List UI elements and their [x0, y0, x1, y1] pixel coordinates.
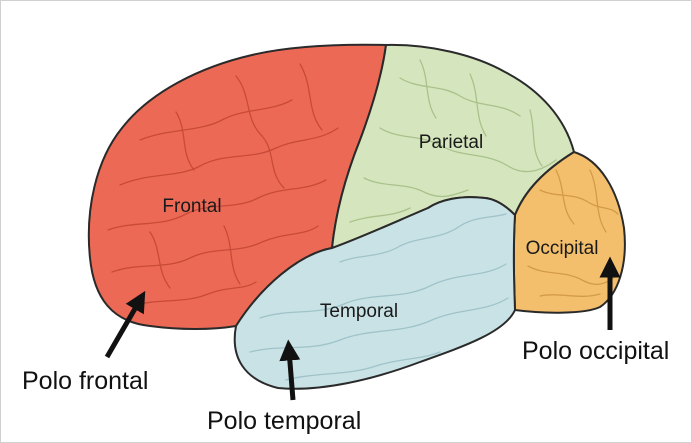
frontal-pole-label: Polo frontal: [22, 367, 148, 395]
occipital-pole-label: Polo occipital: [522, 337, 669, 365]
temporal-lobe-label: Temporal: [320, 301, 398, 322]
temporal-pole-label: Polo temporal: [207, 407, 361, 435]
frontal-lobe-label: Frontal: [162, 196, 221, 217]
parietal-lobe-label: Parietal: [419, 132, 483, 153]
occipital-lobe-label: Occipital: [526, 238, 599, 259]
